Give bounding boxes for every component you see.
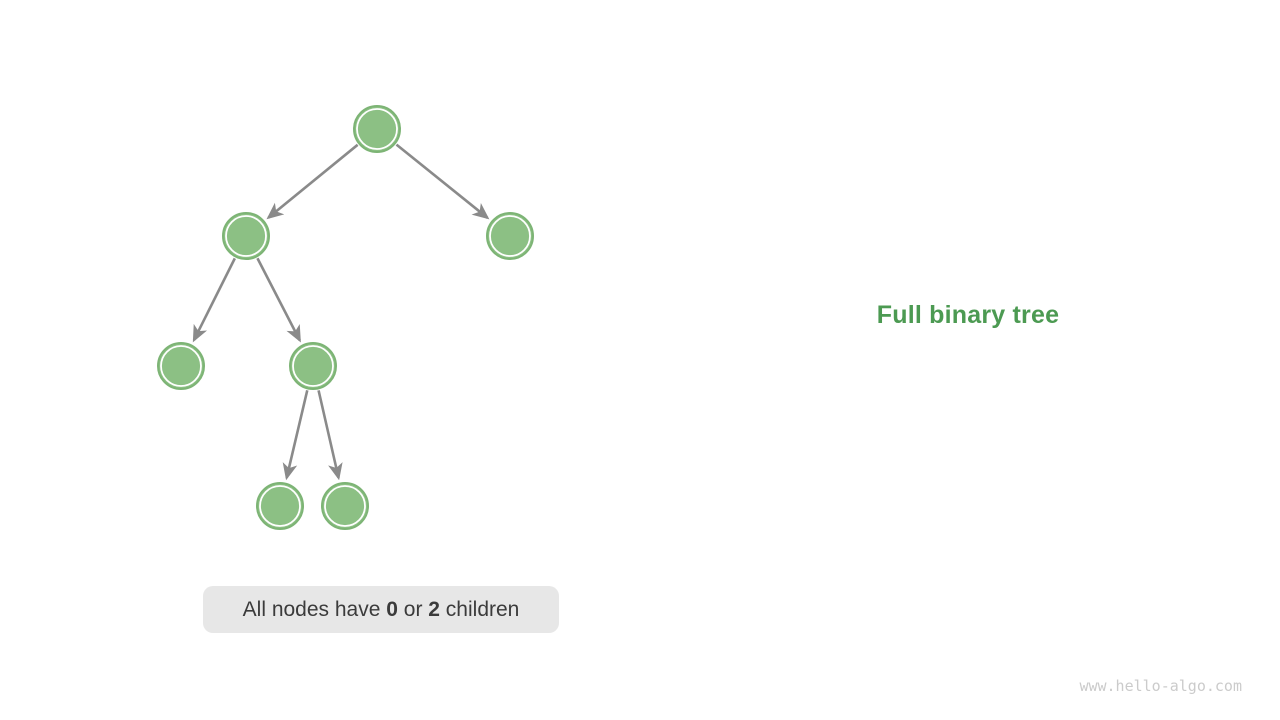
- tree-edge-L-LR: [256, 257, 301, 343]
- tree-node-inner-ring: [489, 215, 531, 257]
- tree-node-circle: [222, 212, 270, 260]
- tree-node-LRL: [256, 482, 304, 530]
- tree-node-inner-ring: [259, 485, 301, 527]
- tree-node-LR: [289, 342, 337, 390]
- tree-node-circle: [256, 482, 304, 530]
- tree-node-LL: [157, 342, 205, 390]
- tree-node-LRR: [321, 482, 369, 530]
- tree-edge-root-R: [395, 143, 490, 220]
- tree-edge-L-LL: [192, 257, 236, 343]
- caption-text-middle: or: [397, 597, 429, 621]
- tree-edge-LR-LRL: [282, 390, 309, 481]
- caption-text-prefix: All nodes have: [242, 597, 387, 621]
- tree-node-circle: [486, 212, 534, 260]
- tree-node-L: [222, 212, 270, 260]
- caption-bold-zero: 0: [386, 597, 398, 621]
- caption-text-suffix: children: [439, 597, 520, 621]
- tree-node-inner-ring: [225, 215, 267, 257]
- tree-node-root: [353, 105, 401, 153]
- tree-edge-root-L: [266, 143, 359, 220]
- tree-node-inner-ring: [292, 345, 334, 387]
- watermark-url: www.hello-algo.com: [1079, 677, 1242, 695]
- tree-node-circle: [289, 342, 337, 390]
- tree-node-R: [486, 212, 534, 260]
- diagram-title: Full binary tree: [876, 301, 1060, 329]
- tree-node-inner-ring: [160, 345, 202, 387]
- tree-node-inner-ring: [356, 108, 398, 150]
- tree-node-circle: [321, 482, 369, 530]
- tree-node-circle: [353, 105, 401, 153]
- caption-pill: All nodes have 0 or 2 children: [203, 586, 559, 633]
- caption-bold-two: 2: [428, 597, 440, 621]
- tree-edge-LR-LRR: [317, 390, 343, 481]
- tree-node-circle: [157, 342, 205, 390]
- tree-node-inner-ring: [324, 485, 366, 527]
